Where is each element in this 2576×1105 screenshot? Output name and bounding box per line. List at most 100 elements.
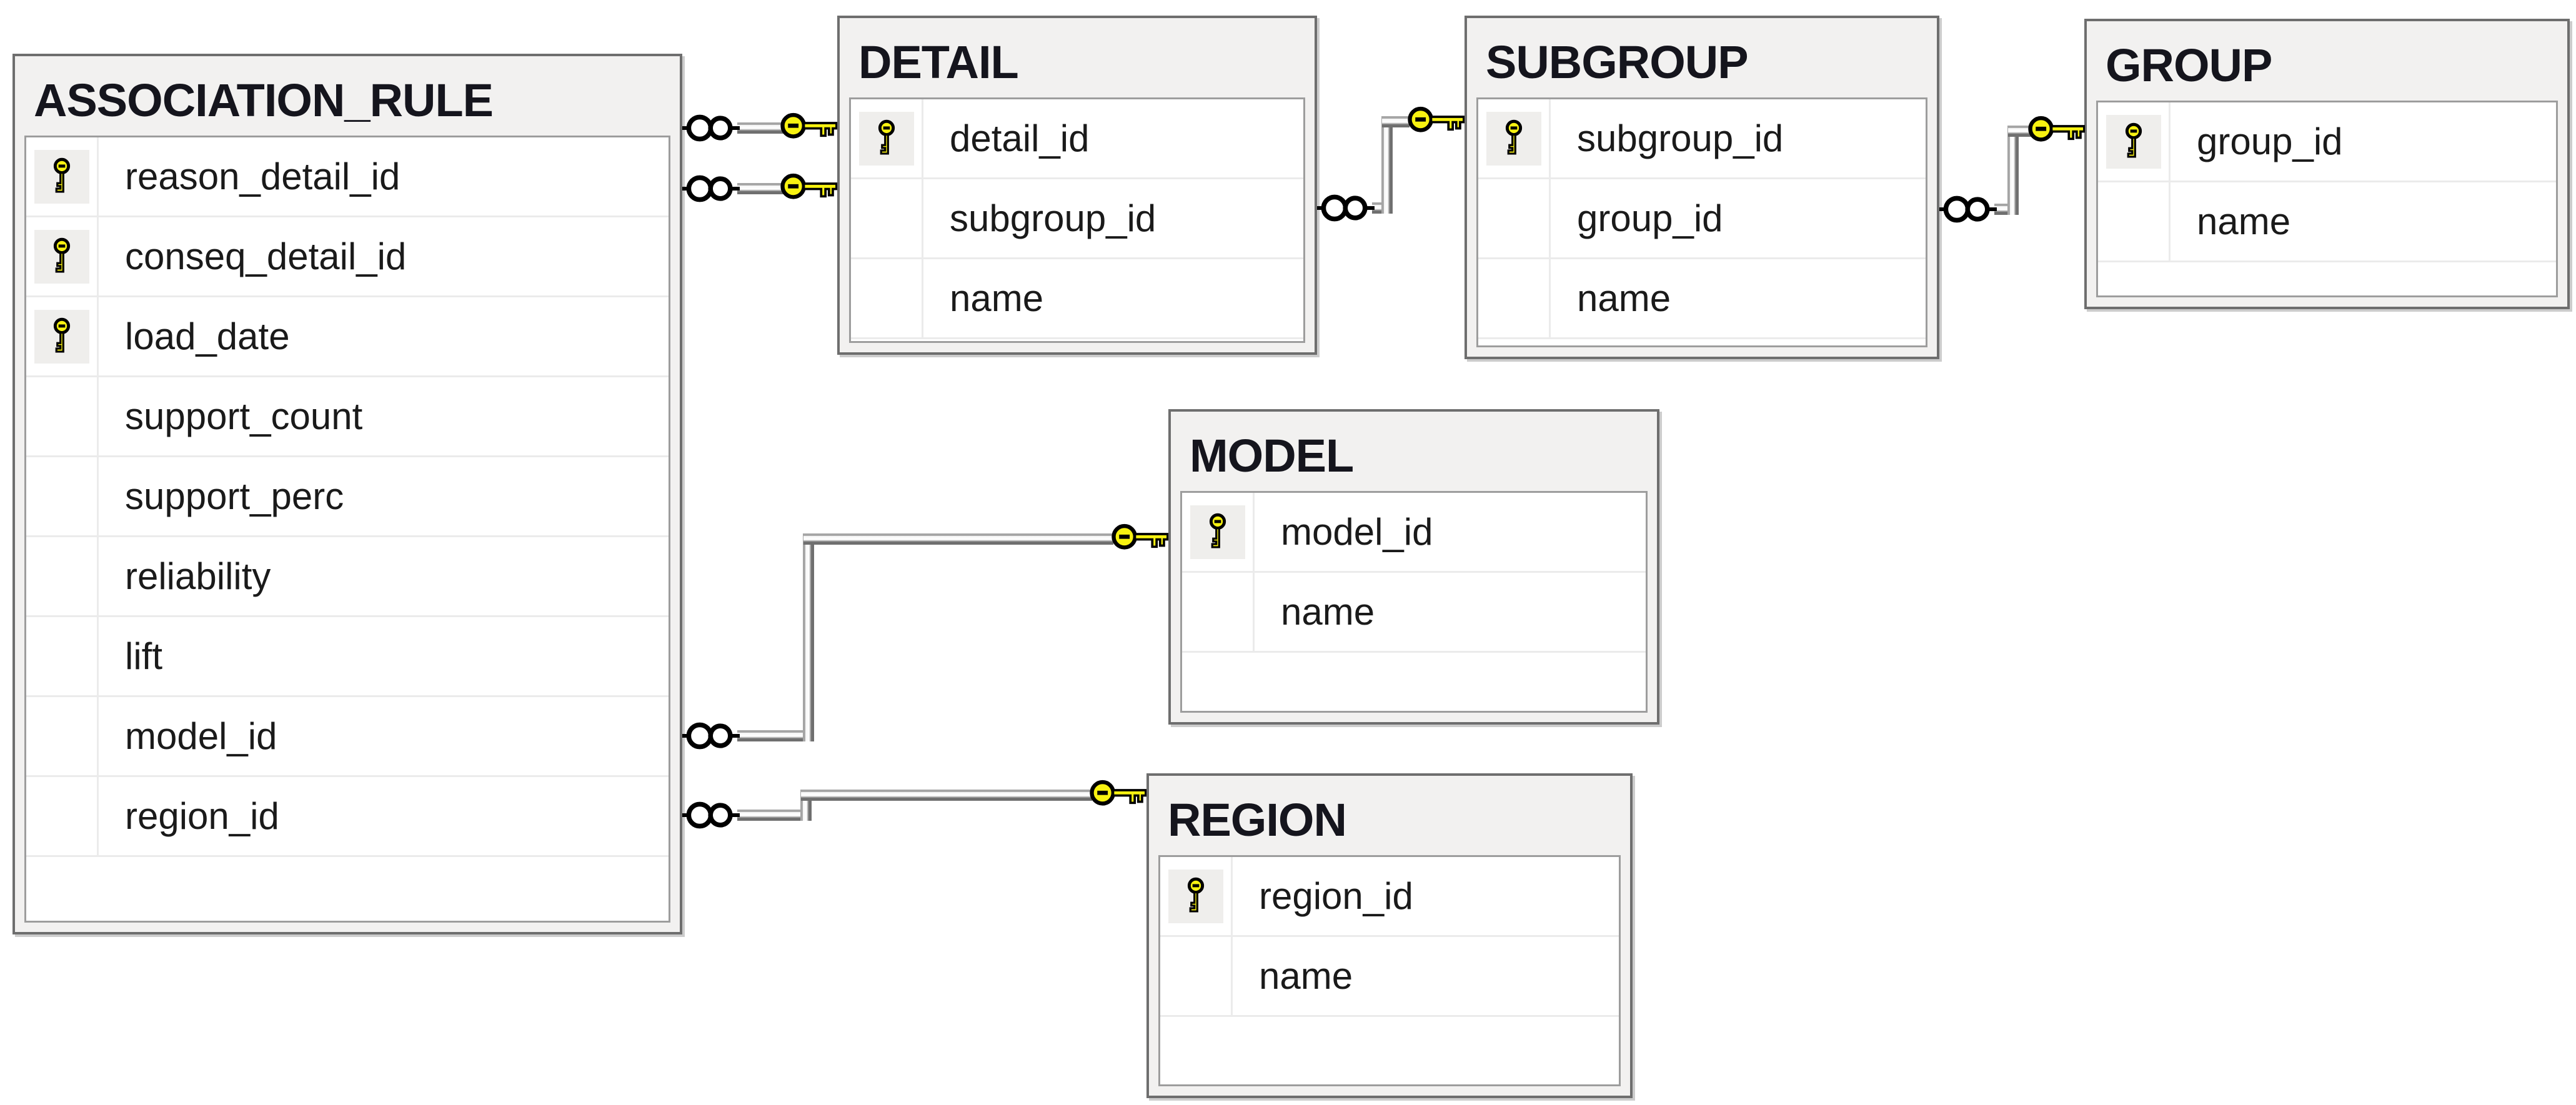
column-row-name[interactable]: name — [851, 259, 1303, 339]
primary-key-icon — [53, 157, 70, 193]
icon-cell — [26, 537, 99, 615]
table-header[interactable]: REGION — [1149, 776, 1630, 855]
column-row-name[interactable]: name — [1182, 573, 1646, 653]
column-row-reliability[interactable]: reliability — [26, 537, 669, 617]
infinity-icon — [1939, 196, 1997, 223]
table-header[interactable]: SUBGROUP — [1467, 18, 1937, 97]
connector-segment[interactable] — [1381, 116, 1393, 214]
column-name: detail_id — [950, 117, 1090, 159]
one-end-key — [1406, 104, 1465, 142]
primary-key-cell — [26, 297, 99, 375]
icon-cell — [26, 617, 99, 695]
infinity-icon — [1317, 194, 1375, 222]
column-name-cell: group_id — [1551, 179, 1926, 257]
primary-key-box — [1168, 869, 1223, 923]
connector-segment[interactable] — [2008, 126, 2032, 137]
connector-segment[interactable] — [1382, 116, 1410, 127]
column-name-cell: subgroup_id — [1551, 99, 1926, 177]
one-end-key — [2026, 114, 2086, 152]
infinity-icon — [682, 801, 740, 829]
column-row-model_id[interactable]: model_id — [1182, 493, 1646, 573]
primary-key-icon — [1187, 877, 1204, 913]
column-name: group_id — [1577, 197, 1723, 239]
primary-key-cell — [851, 99, 923, 177]
column-row-detail_id[interactable]: detail_id — [851, 99, 1303, 179]
connector-segment[interactable] — [737, 730, 813, 741]
icon-cell — [1160, 937, 1233, 1015]
primary-key-icon — [878, 119, 895, 155]
primary-key-box — [1486, 111, 1541, 166]
column-name: load_date — [125, 315, 290, 357]
column-row-name[interactable]: name — [1478, 259, 1926, 339]
primary-key-box — [1190, 505, 1245, 559]
connector-segment[interactable] — [737, 122, 785, 134]
one-end-key — [778, 171, 838, 209]
key-icon — [1090, 780, 1147, 806]
connector-segment[interactable] — [801, 790, 1092, 801]
primary-key-icon — [1209, 513, 1226, 548]
column-row-reason_detail_id[interactable]: reason_detail_id — [26, 137, 669, 217]
column-row-support_count[interactable]: support_count — [26, 377, 669, 457]
table-header[interactable]: ASSOCIATION_RULE — [15, 56, 680, 136]
infinity-icon — [682, 722, 740, 750]
column-row-subgroup_id[interactable]: subgroup_id — [851, 179, 1303, 259]
table-header[interactable]: MODEL — [1171, 412, 1657, 491]
column-name: subgroup_id — [950, 197, 1156, 239]
primary-key-box — [2106, 114, 2161, 169]
column-name: support_perc — [125, 475, 344, 517]
column-row-name[interactable]: name — [2098, 182, 2556, 262]
key-icon — [1408, 106, 1465, 132]
primary-key-box — [34, 149, 89, 204]
connector-segment[interactable] — [803, 533, 1113, 545]
one-end-key — [778, 111, 838, 149]
primary-key-cell — [2098, 102, 2171, 181]
column-name: model_id — [125, 715, 277, 757]
connector-segment[interactable] — [803, 533, 814, 741]
column-row-conseq_detail_id[interactable]: conseq_detail_id — [26, 217, 669, 297]
column-row-support_perc[interactable]: support_perc — [26, 457, 669, 537]
icon-cell — [851, 259, 923, 337]
table-header[interactable]: GROUP — [2087, 21, 2567, 101]
icon-cell — [1478, 259, 1551, 337]
column-row-model_id[interactable]: model_id — [26, 697, 669, 777]
icon-cell — [2098, 182, 2171, 260]
primary-key-icon — [2125, 122, 2142, 158]
table-header[interactable]: DETAIL — [840, 18, 1315, 97]
column-row-load_date[interactable]: load_date — [26, 297, 669, 377]
connector-segment[interactable] — [737, 183, 785, 194]
table-title: MODEL — [1190, 430, 1354, 482]
column-row-group_id[interactable]: group_id — [2098, 102, 2556, 182]
column-name: subgroup_id — [1577, 117, 1784, 159]
connector-segment[interactable] — [2007, 126, 2019, 215]
column-row-name[interactable]: name — [1160, 937, 1619, 1017]
column-row-subgroup_id[interactable]: subgroup_id — [1478, 99, 1926, 179]
connector-segment[interactable] — [737, 810, 811, 821]
column-name: model_id — [1281, 511, 1433, 553]
column-name-cell: reliability — [99, 537, 669, 615]
many-end-infinity — [1939, 194, 1997, 227]
primary-key-box — [34, 229, 89, 284]
column-name: name — [1577, 277, 1671, 319]
column-row-lift[interactable]: lift — [26, 617, 669, 697]
column-name-cell: name — [1255, 573, 1646, 651]
column-row-region_id[interactable]: region_id — [26, 777, 669, 857]
column-row-group_id[interactable]: group_id — [1478, 179, 1926, 259]
key-icon — [780, 112, 838, 139]
icon-cell — [1182, 573, 1255, 651]
column-name-cell: name — [1551, 259, 1926, 337]
column-row-region_id[interactable]: region_id — [1160, 857, 1619, 937]
key-icon — [780, 173, 838, 199]
column-name-cell: region_id — [1233, 857, 1619, 935]
